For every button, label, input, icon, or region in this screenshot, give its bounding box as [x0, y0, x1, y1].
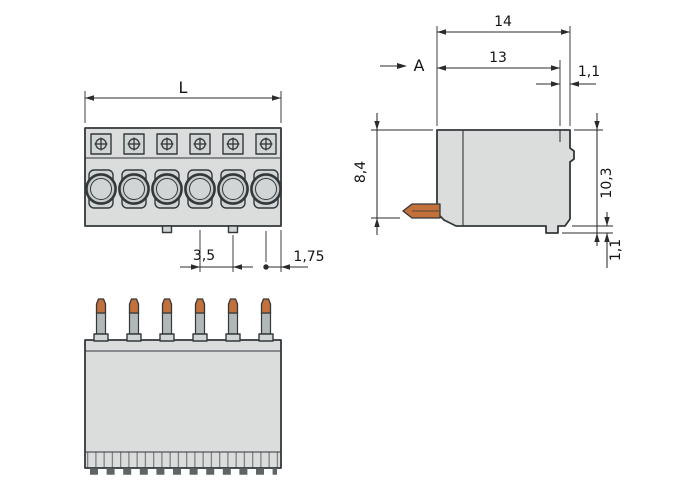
- header-pin: [93, 298, 109, 342]
- front-pole: [151, 132, 183, 210]
- arrowhead: [594, 233, 600, 242]
- front-pole: [217, 132, 249, 210]
- pin-view-housing: [84, 339, 282, 469]
- dim-top-offset: 1,1: [536, 64, 600, 87]
- view-direction-arrow: [397, 63, 407, 69]
- view-direction-label: A: [414, 56, 425, 75]
- dim-pitch: 3,5: [180, 230, 253, 272]
- front-pole: [250, 132, 282, 210]
- front-view: L 3,5 1,75: [84, 78, 325, 272]
- dim-overall-height-label: 10,3: [599, 167, 615, 198]
- arrowhead: [551, 81, 560, 87]
- dim-overall-length: L: [84, 78, 282, 123]
- front-foot-left: [161, 225, 173, 234]
- arrowhead: [437, 29, 446, 35]
- arrowhead: [551, 65, 560, 71]
- front-pole: [85, 132, 117, 210]
- dim-overall-height: 10,3: [562, 113, 615, 246]
- front-foot-right: [227, 225, 239, 234]
- front-housing: [84, 127, 282, 227]
- arrowhead: [272, 95, 281, 101]
- dim-origin-dot: [263, 264, 269, 270]
- dim-front-height-label: 8,4: [353, 161, 369, 183]
- side-view: 14 A 13 1,1: [353, 14, 624, 268]
- arrowhead: [604, 233, 610, 242]
- arrowhead: [374, 218, 380, 227]
- dim-edge-offset: 1,75: [263, 230, 325, 272]
- arrowhead: [191, 264, 200, 270]
- arrowhead: [374, 121, 380, 130]
- view-direction-a: A: [380, 56, 425, 75]
- dim-overall-depth-label: 14: [494, 14, 512, 30]
- header-pin: [192, 298, 208, 342]
- dim-pitch-label: 3,5: [193, 248, 215, 264]
- arrowhead: [594, 121, 600, 130]
- header-pin: [258, 298, 274, 342]
- arrowhead: [233, 264, 242, 270]
- dim-overall-depth: 14: [436, 14, 571, 126]
- dim-top-offset-label: 1,1: [578, 64, 600, 80]
- header-pin: [159, 298, 175, 342]
- front-pole: [118, 132, 150, 210]
- dim-length-label: L: [179, 78, 188, 97]
- header-pin: [126, 298, 142, 342]
- arrowhead: [570, 81, 579, 87]
- dim-front-height: 8,4: [353, 113, 433, 235]
- arrowhead: [604, 217, 610, 226]
- arrowhead: [561, 29, 570, 35]
- dim-housing-depth-label: 13: [489, 50, 507, 66]
- dim-edge-offset-label: 1,75: [293, 249, 324, 265]
- front-pole: [184, 132, 216, 210]
- arrowhead: [281, 264, 290, 270]
- arrowhead: [85, 95, 94, 101]
- side-housing: [436, 129, 575, 234]
- dim-foot-height: 1,1: [572, 212, 624, 268]
- header-pin: [225, 298, 241, 342]
- pin-view: [84, 298, 282, 475]
- arrowhead: [437, 65, 446, 71]
- dim-housing-depth: 13: [437, 50, 561, 126]
- dim-foot-height-label: 1,1: [608, 239, 624, 261]
